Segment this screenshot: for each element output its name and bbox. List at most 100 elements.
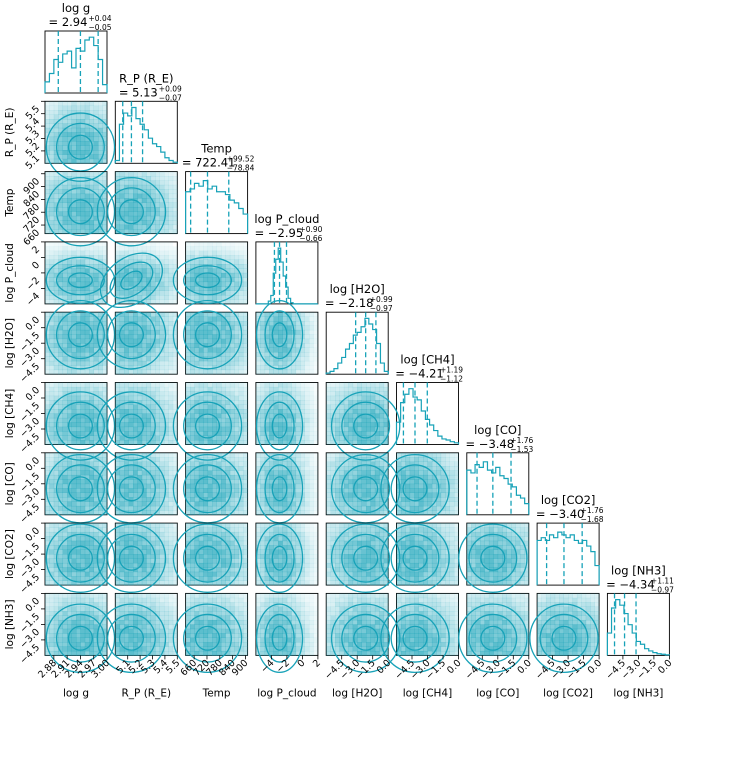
density-cell [234,452,240,458]
density-cell [102,554,108,559]
title-plus-ch4: +1.19 [440,366,463,375]
density-cell [164,312,169,317]
density-cell [71,207,77,212]
density-cell [89,132,95,138]
density-cell [225,492,231,498]
density-cell [84,105,90,111]
density-cell [58,105,64,111]
density-cell [58,321,64,326]
density-cell [76,497,81,502]
density-cell [168,527,174,533]
density-cell [159,321,165,326]
density-cell [84,246,90,252]
density-cell [137,409,143,414]
density-cell [155,334,160,340]
density-cell [67,531,72,537]
density-cell [436,497,442,502]
density-cell [361,422,367,428]
density-cell [300,347,305,353]
density-cell [137,576,143,581]
density-cell [67,395,72,401]
density-cell [49,567,55,573]
density-cell [243,426,248,432]
density-cell [243,527,248,533]
density-cell [62,347,68,353]
density-cell [102,343,108,348]
density-cell [278,540,283,546]
density-cell [98,202,103,208]
density-cell [238,250,244,256]
density-cell [89,281,95,287]
density-cell [194,268,200,274]
density-cell [304,360,310,366]
density-cell [58,334,64,340]
density-cell [159,211,165,217]
density-cell [141,497,147,502]
density-cell [45,176,50,181]
density-cell [76,290,81,296]
density-cell [357,382,362,388]
density-cell [185,413,191,419]
contour-level-3 [45,299,116,370]
density-cell [405,488,411,493]
density-cell [445,466,450,471]
density-cell [89,272,95,278]
density-cell [216,281,222,287]
density-cell [304,325,310,331]
density-cell [89,431,95,436]
density-cell [141,176,147,181]
density-cell [137,369,143,375]
density-cell [343,391,349,397]
density-cell [119,426,125,432]
density-cell [102,488,108,493]
density-cell [93,386,99,392]
density-cell [295,329,301,335]
density-cell [172,549,178,555]
density-cell [295,395,301,401]
density-cell [185,435,191,441]
density-cell [71,189,77,195]
density-cell [45,105,50,111]
density-cell [370,391,376,397]
density-cell [427,483,433,489]
density-cell [133,536,138,542]
density-cell [53,180,59,186]
density-cell [216,492,222,498]
density-cell [119,184,125,190]
density-cell [445,505,450,511]
density-cell [128,334,134,340]
density-cell [67,461,72,467]
density-cell [282,505,288,511]
density-cell [102,290,108,296]
density-cell [89,105,95,111]
density-cell [361,497,367,502]
density-cell [374,497,380,502]
density-cell [370,426,376,432]
density-cell [45,440,50,445]
density-cell [159,259,165,265]
density-cell [255,452,261,458]
density-cell [194,545,200,550]
density-cell [137,386,143,392]
density-cell [76,114,81,120]
density-cell [124,479,129,485]
density-cell [89,382,95,388]
density-cell [71,114,77,120]
density-cell [53,202,59,208]
density-cell [67,119,72,124]
density-cell [225,431,231,436]
density-cell [53,105,59,111]
density-cell [128,576,134,581]
density-cell [102,413,108,419]
density-cell [137,325,143,331]
density-cell [190,329,195,335]
density-cell [194,470,200,476]
density-cell [124,523,129,528]
density-cell [159,549,165,555]
density-cell [221,470,226,476]
density-cell [80,171,86,177]
density-cell [84,369,90,375]
density-cell [93,382,99,388]
density-cell [255,505,261,511]
density-cell [234,404,240,410]
